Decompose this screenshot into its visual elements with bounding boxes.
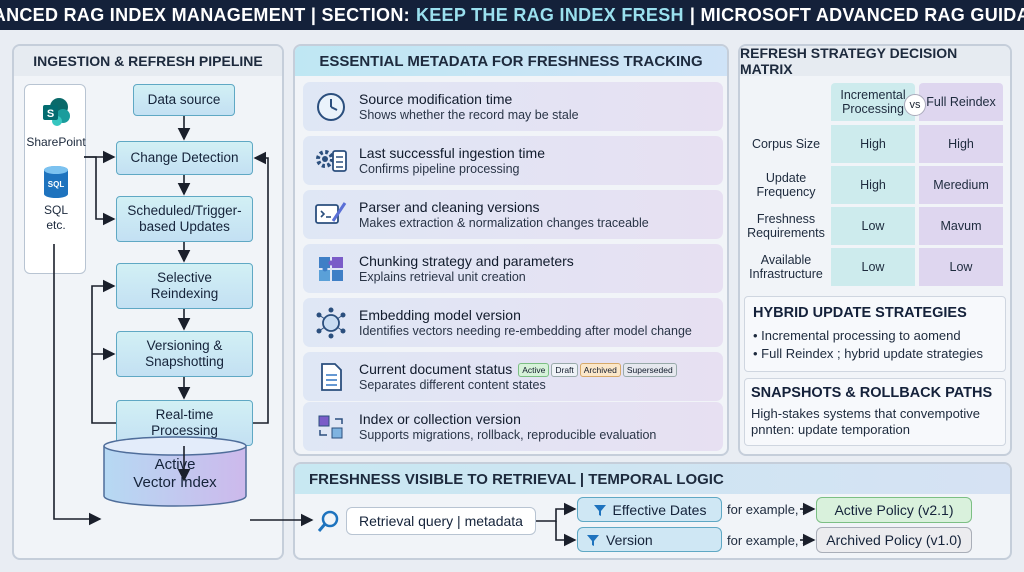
header-title-part1: ADVANCED RAG INDEX MANAGEMENT | SECTION: [0,4,410,25]
neural-brain-icon [303,298,359,347]
hybrid-title: HYBRID UPDATE STRATEGIES [753,305,967,321]
vector-index-line2: Vector Index [133,474,217,491]
meta-sub: Separates different content states [359,377,546,392]
example-label: for example, > [727,533,810,548]
filter-icon [593,504,606,516]
node-change-detection: Change Detection [116,141,253,175]
svg-text:S: S [47,108,54,120]
code-brush-icon [303,190,359,239]
matrix-row-label: Corpus Size [751,137,821,151]
matrix-row-label: Update Frequency [756,171,816,199]
svg-text:SQL: SQL [48,180,65,189]
temporal-title: FRESHNESS VISIBLE TO RETRIEVAL | TEMPORA… [295,464,1010,494]
chip-draft: Draft [551,362,578,377]
vector-index-label: Active Vector Index [102,456,248,492]
metadata-panel: ESSENTIAL METADATA FOR FRESHNESS TRACKIN… [293,44,729,456]
matrix-title: REFRESH STRATEGY DECISION MATRIX [740,45,1010,77]
matrix-cell-full: High [919,125,1003,163]
filter-effective-dates: Effective Dates [577,497,722,522]
meta-title: Index or collection version [359,410,521,427]
document-icon [303,352,359,401]
clock-icon [303,82,359,131]
page-header: ADVANCED RAG INDEX MANAGEMENT | SECTION:… [0,0,1024,30]
node-versioning-snapshotting: Versioning & Snapshotting [116,331,253,377]
meta-title: Embedding model version [359,306,521,323]
vs-badge: vs [904,94,926,116]
source-etc: etc. [46,218,66,232]
vector-index-line1: Active [154,456,196,473]
meta-title: Chunking strategy and parameters [359,252,574,269]
snapshots-box: SNAPSHOTS & ROLLBACK PATHS High-stakes s… [744,378,1006,446]
example-label: for example, > [727,502,810,517]
retrieval-query-box: Retrieval query | metadata [346,507,536,535]
snapshots-line2: pnnten: update temporation [751,422,911,437]
meta-sub: Supports migrations, rollback, reproduci… [359,427,657,442]
header-title-highlight: KEEP THE RAG INDEX FRESH [415,4,684,25]
matrix-cell-inc: Low [831,248,915,286]
snapshots-line1: High-stakes systems that convempotive [751,406,981,421]
filter-label: Effective Dates [612,501,707,518]
hybrid-item: • Incremental processing to aomend [753,328,961,343]
data-sources-box: S SharePoint SQL SQL etc. [24,84,86,274]
result-archived-policy: Archived Policy (v1.0) [816,527,972,553]
hybrid-item-text: Incremental processing to aomend [761,328,961,343]
sharepoint-icon: S [43,98,70,126]
chip-active: Active [518,362,550,377]
source-sql: SQL [43,203,68,217]
filter-version: Version [577,527,722,552]
node-selective-reindexing: Selective Reindexing [116,263,253,309]
meta-sub: Shows whether the record may be stale [359,107,579,122]
filter-label: Version [606,531,653,548]
chip-archived: Archived [579,362,621,377]
meta-title: Last successful ingestion time [359,144,545,161]
result-active-policy: Active Policy (v2.1) [816,497,972,523]
meta-sub: Confirms pipeline processing [359,161,520,176]
vector-index-cylinder [103,436,247,507]
metadata-title: ESSENTIAL METADATA FOR FRESHNESS TRACKIN… [295,46,727,76]
meta-sub: Makes extraction & normalization changes… [359,215,649,230]
matrix-col-full: Full Reindex [919,83,1003,121]
sql-database-icon: SQL [44,166,68,198]
node-data-source: Data source [133,84,235,116]
header-title-part2: | MICROSOFT ADVANCED RAG GUIDANCE [689,4,1024,25]
meta-title: Source modification time [359,90,513,107]
matrix-col-incremental: Incremental Processing [831,83,915,121]
matrix-cell-inc: High [831,125,915,163]
matrix-cell-full: Low [919,248,1003,286]
cubes-cycle-icon [303,402,359,451]
meta-sub: Identifies vectors needing re-embedding … [359,323,692,338]
matrix-row-label: Available Infrastructure [749,253,823,281]
matrix-cell-inc: Low [831,207,915,245]
meta-title: Parser and cleaning versions [359,198,540,215]
search-icon [317,510,339,532]
snapshots-title: SNAPSHOTS & ROLLBACK PATHS [751,385,993,401]
matrix-cell-full: Mavum [919,207,1003,245]
pipeline-title: INGESTION & REFRESH PIPELINE [14,46,282,76]
matrix-cell-full: Meredium [919,166,1003,204]
filter-icon [587,534,599,546]
gear-checklist-icon [303,136,359,185]
hybrid-item: • Full Reindex ; hybrid update strategie… [753,346,984,361]
hybrid-strategies-box: HYBRID UPDATE STRATEGIES • Incremental p… [744,296,1006,372]
hybrid-item-text: Full Reindex ; hybrid update strategies [761,346,984,361]
meta-sub: Explains retrieval unit creation [359,269,526,284]
matrix-row-label: Freshness Requirements [747,212,825,240]
chip-superseded: Superseded [622,362,677,377]
source-sharepoint: SharePoint [26,135,86,149]
node-scheduled-updates: Scheduled/Trigger-based Updates [116,196,253,242]
meta-title-text: Current document status [359,360,513,377]
matrix-cell-inc: High [831,166,915,204]
puzzle-icon [303,244,359,293]
